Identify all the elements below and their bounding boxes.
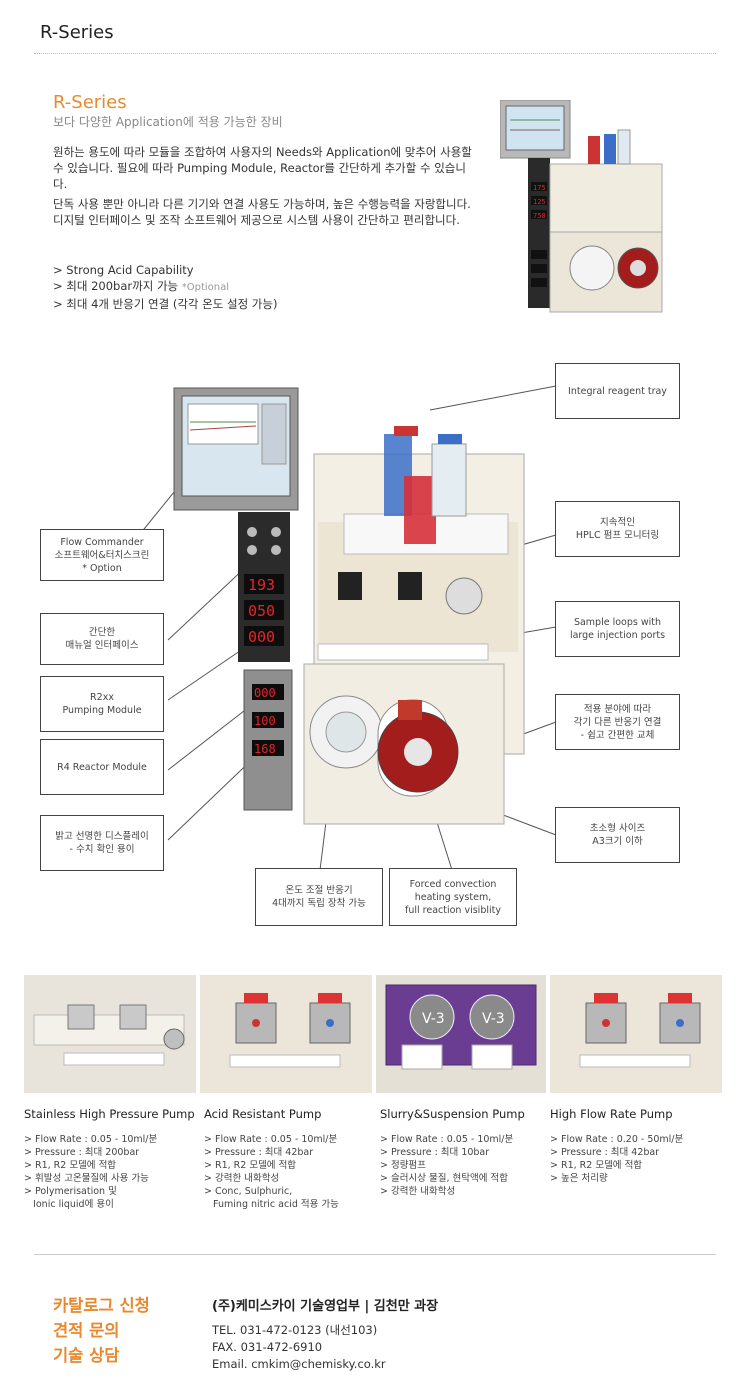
spec-item: > Pressure : 최대 10bar xyxy=(380,1147,490,1158)
company-name: (주)케미스카이 기술영업부 | 김천만 과장 xyxy=(212,1299,439,1314)
svg-text:168: 168 xyxy=(254,742,276,756)
feature-item: > Strong Acid Capability xyxy=(53,263,194,277)
svg-text:050: 050 xyxy=(248,602,275,620)
spec-item: > Pressure : 최대 200bar xyxy=(24,1147,140,1158)
svg-text:750: 750 xyxy=(533,212,546,220)
spec-item: > Flow Rate : 0.20 - 50ml/분 xyxy=(550,1134,684,1145)
feature-list: > Strong Acid Capability > 최대 200bar까지 가… xyxy=(53,262,277,312)
callout-reactor-connect: 적용 분야에 따라 각기 다른 반응기 연결 - 쉽고 간편한 교체 xyxy=(555,694,680,750)
pump-spec-list: > Flow Rate : 0.05 - 10ml/분 > Pressure :… xyxy=(24,1133,157,1211)
svg-text:V-3: V-3 xyxy=(482,1011,505,1027)
spec-item: > R1, R2 모델에 적합 xyxy=(550,1160,643,1171)
svg-text:175: 175 xyxy=(533,184,546,192)
pump-title: Slurry&Suspension Pump xyxy=(380,1107,525,1121)
tech-consult-link[interactable]: 기술 상담 xyxy=(53,1346,120,1365)
high-flow-pump-photo xyxy=(550,975,722,1093)
spec-item: > Pressure : 최대 42bar xyxy=(204,1147,314,1158)
spec-item: > Flow Rate : 0.05 - 10ml/분 xyxy=(204,1134,338,1145)
spec-item: > Conc, Sulphuric, xyxy=(204,1186,293,1197)
email-address[interactable]: Email. cmkim@chemisky.co.kr xyxy=(212,1357,386,1371)
callout-flow-commander: Flow Commander 소프트웨어&터치스크린 * Option xyxy=(40,529,164,581)
callout-reagent-tray: Integral reagent tray xyxy=(555,363,680,419)
svg-text:125: 125 xyxy=(533,198,546,206)
svg-text:000: 000 xyxy=(248,628,275,646)
r-series-system-photo: 193 050 000 000 100 168 xyxy=(173,387,525,825)
callout-pumping-module: R2xx Pumping Module xyxy=(40,676,164,732)
slurry-pump-photo: V-3 V-3 xyxy=(376,975,546,1093)
intro-title: R-Series xyxy=(53,92,127,113)
spec-item: > 정량펌프 xyxy=(380,1160,426,1171)
spec-item: > 강력한 내화학성 xyxy=(204,1173,280,1184)
intro-subtitle: 보다 다양한 Application에 적용 가능한 장비 xyxy=(53,115,283,129)
spec-item: > R1, R2 모델에 적합 xyxy=(24,1160,117,1171)
pump-spec-list: > Flow Rate : 0.20 - 50ml/분 > Pressure :… xyxy=(550,1133,683,1185)
callout-sample-loops: Sample loops with large injection ports xyxy=(555,601,680,657)
header-divider xyxy=(34,53,716,54)
spec-item: > R1, R2 모델에 적합 xyxy=(204,1160,297,1171)
catalog-request-link[interactable]: 카탈로그 신청 xyxy=(53,1296,150,1315)
callout-temp-reactor: 온도 조절 반응기 4대까지 독립 장착 가능 xyxy=(255,868,383,926)
svg-text:100: 100 xyxy=(254,714,276,728)
spec-item: > 높은 처리량 xyxy=(550,1173,608,1184)
quote-inquiry-link[interactable]: 견적 문의 xyxy=(53,1321,120,1340)
callout-reactor-module: R4 Reactor Module xyxy=(40,739,164,795)
pump-title: Stainless High Pressure Pump xyxy=(24,1107,195,1121)
spec-item: > Pressure : 최대 42bar xyxy=(550,1147,660,1158)
feature-item: > 최대 200bar까지 가능 *Optional xyxy=(53,279,230,293)
spec-item: > Flow Rate : 0.05 - 10ml/분 xyxy=(24,1134,158,1145)
pump-spec-list: > Flow Rate : 0.05 - 10ml/분 > Pressure :… xyxy=(204,1133,339,1211)
contact-details: TEL. 031-472-0123 (내선103) FAX. 031-472-6… xyxy=(212,1322,386,1373)
svg-text:V-3: V-3 xyxy=(422,1011,445,1027)
optional-note: *Optional xyxy=(181,282,230,293)
feature-item: > 최대 4개 반응기 연결 (각각 온도 설정 가능) xyxy=(53,297,278,311)
callout-compact-size: 초소형 사이즈 A3크기 이하 xyxy=(555,807,680,863)
spec-item: > 슬러시상 물질, 현탁액에 적합 xyxy=(380,1173,508,1184)
pump-title: High Flow Rate Pump xyxy=(550,1107,673,1121)
page-title: R-Series xyxy=(40,22,114,43)
callout-manual-interface: 간단한 매뉴얼 인터페이스 xyxy=(40,613,164,665)
spec-item: > 휘발성 고온물질에 사용 가능 xyxy=(24,1173,149,1184)
callout-hplc-monitoring: 지속적인 HPLC 펌프 모니터링 xyxy=(555,501,680,557)
spec-item: Ionic liquid에 용이 xyxy=(24,1199,114,1210)
pump-title: Acid Resistant Pump xyxy=(204,1107,322,1121)
callout-forced-convection: Forced convection heating system, full r… xyxy=(389,868,517,926)
contact-headline: 카탈로그 신청 견적 문의 기술 상담 xyxy=(53,1293,150,1368)
callout-display: 밝고 선명한 디스플레이 - 수치 확인 용이 xyxy=(40,815,164,871)
spec-item: > 강력한 내화학성 xyxy=(380,1186,456,1197)
svg-text:000: 000 xyxy=(254,686,276,700)
stainless-pump-photo xyxy=(24,975,196,1093)
intro-paragraph-1: 원하는 용도에 따라 모듈을 조합하여 사용자의 Needs와 Applicat… xyxy=(53,145,472,191)
phone-number: TEL. 031-472-0123 (내선103) xyxy=(212,1323,378,1337)
pump-spec-list: > Flow Rate : 0.05 - 10ml/분 > Pressure :… xyxy=(380,1133,513,1198)
footer-divider xyxy=(34,1254,716,1255)
spec-item: > Polymerisation 및 xyxy=(24,1186,117,1197)
spec-item: > Flow Rate : 0.05 - 10ml/분 xyxy=(380,1134,514,1145)
intro-paragraph-2: 단독 사용 뿐만 아니라 다른 기기와 연결 사용도 가능하며, 높은 수행능력… xyxy=(53,197,471,227)
fax-number: FAX. 031-472-6910 xyxy=(212,1340,323,1354)
svg-text:193: 193 xyxy=(248,576,275,594)
acid-resistant-pump-photo xyxy=(200,975,372,1093)
r-series-product-photo: 175 125 750 xyxy=(500,100,663,313)
spec-item: Fuming nitric acid 적용 가능 xyxy=(204,1199,339,1210)
